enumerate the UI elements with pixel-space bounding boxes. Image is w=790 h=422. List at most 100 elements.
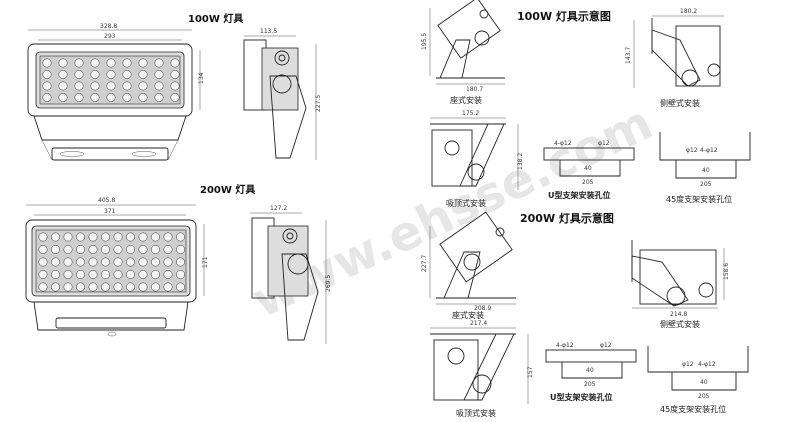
led-lens — [38, 245, 48, 254]
led-lens — [88, 245, 98, 254]
led-lens — [101, 257, 110, 267]
caption-45-200: 45度支架安装孔位 — [660, 404, 726, 414]
dim-100-front-inner: 293 — [104, 33, 116, 40]
led-lens — [154, 58, 164, 68]
led-lens — [106, 81, 116, 91]
led-lens — [154, 70, 164, 79]
led-lens — [163, 257, 173, 267]
dim-200-wall-h: 158.6 — [723, 263, 730, 280]
caption-wall-200: 侧壁式安装 — [660, 319, 700, 329]
led-lens — [51, 257, 60, 267]
led-lens — [122, 81, 132, 91]
led-lens — [170, 81, 180, 91]
led-lens — [76, 245, 85, 254]
led-lens — [58, 93, 68, 102]
led-lens — [176, 232, 185, 242]
led-lens — [90, 93, 100, 102]
d45-100-a: 4-φ12 — [700, 147, 718, 154]
led-lens — [42, 93, 52, 102]
led-lens — [154, 81, 164, 91]
led-lens — [154, 93, 164, 102]
front-view-100w: 100W 灯具 328.8 293 134 — [27, 12, 243, 161]
led-lens — [42, 58, 52, 68]
led-lens — [138, 58, 148, 68]
led-lens — [101, 245, 110, 254]
led-lens — [63, 270, 73, 279]
caption-ceiling-100: 吸顶式安装 — [446, 198, 486, 208]
led-lens — [138, 282, 148, 292]
u-200-b: φ12 — [600, 342, 612, 349]
led-lens — [151, 232, 160, 242]
led-lens — [58, 58, 68, 68]
led-lens — [38, 282, 48, 292]
u-bracket-holes-200w: 4-φ12 φ12 40 205 U型支架安装孔位 — [545, 342, 637, 402]
u-100-d: 205 — [582, 179, 594, 186]
u-200-a: 4-φ12 — [556, 342, 574, 349]
led-lens — [122, 93, 132, 102]
led-lens — [176, 270, 185, 279]
led-lens — [51, 282, 60, 292]
led-lens — [42, 70, 52, 79]
led-lens — [51, 270, 60, 279]
led-lens — [126, 282, 135, 292]
led-lens — [151, 257, 160, 267]
led-lens — [101, 232, 110, 242]
caption-u-100: U型支架安装孔位 — [548, 190, 611, 200]
caption-wall-100: 侧壁式安装 — [660, 98, 700, 108]
led-lens — [74, 81, 84, 91]
led-lens — [63, 245, 73, 254]
led-lens — [138, 232, 148, 242]
led-lens — [76, 282, 85, 292]
led-lens — [122, 70, 132, 79]
d45-200-b: φ12 — [682, 361, 694, 368]
dim-200-wall-w: 214.8 — [670, 311, 687, 318]
led-lens — [88, 232, 98, 242]
u-200-d: 205 — [584, 381, 596, 388]
dim-200-seat-w: 208.9 — [474, 305, 491, 312]
d45-100-d: 205 — [700, 181, 712, 188]
front-view-200w: 200W 灯具 405.8 371 171 — [25, 183, 255, 337]
led-lens — [63, 232, 73, 242]
led-lens — [106, 93, 116, 102]
dim-200-ceiling-w: 217.4 — [470, 320, 487, 327]
dim-100-seat-h: 195.5 — [421, 33, 428, 50]
led-lens — [126, 232, 135, 242]
dim-200-front-inner: 371 — [104, 208, 116, 215]
led-lens — [51, 245, 60, 254]
led-lens — [176, 245, 185, 254]
dim-200-ceiling-h: 157 — [527, 366, 534, 378]
dim-100-side-height: 227.5 — [315, 95, 322, 112]
led-lens — [74, 58, 84, 68]
dim-200-seat-h: 227.7 — [421, 255, 428, 272]
led-lens — [106, 70, 116, 79]
led-lens — [90, 58, 100, 68]
led-lens — [126, 257, 135, 267]
u-100-b: φ12 — [598, 140, 610, 147]
led-lens — [138, 270, 148, 279]
led-lens — [51, 232, 60, 242]
led-lens — [138, 81, 148, 91]
led-lens — [151, 282, 160, 292]
led-lens — [88, 257, 98, 267]
led-lens — [38, 270, 48, 279]
led-lens — [138, 257, 148, 267]
led-lens — [76, 257, 85, 267]
led-lens — [113, 270, 123, 279]
led-lens — [126, 270, 135, 279]
led-lens — [38, 232, 48, 242]
seat-mount-200w: 227.7 208.9 座式安装 — [421, 211, 516, 320]
ceiling-mount-100w: 175.2 138.2 吸顶式安装 — [430, 110, 524, 208]
dim-100-front-height: 134 — [198, 72, 205, 84]
dim-100-wall-w: 180.2 — [680, 8, 697, 15]
dim-200-side-height: 269.5 — [325, 275, 332, 292]
dim-100-seat-w: 180.7 — [466, 86, 483, 93]
u-100-c: 40 — [584, 165, 592, 172]
led-lens — [58, 81, 68, 91]
led-lens — [74, 93, 84, 102]
led-grid-200w — [38, 232, 185, 292]
d45-200-c: 40 — [700, 379, 708, 386]
title-100w: 100W 灯具 — [188, 12, 243, 25]
led-lens — [38, 257, 48, 267]
side-view-200w: 127.2 269.5 — [250, 205, 332, 344]
